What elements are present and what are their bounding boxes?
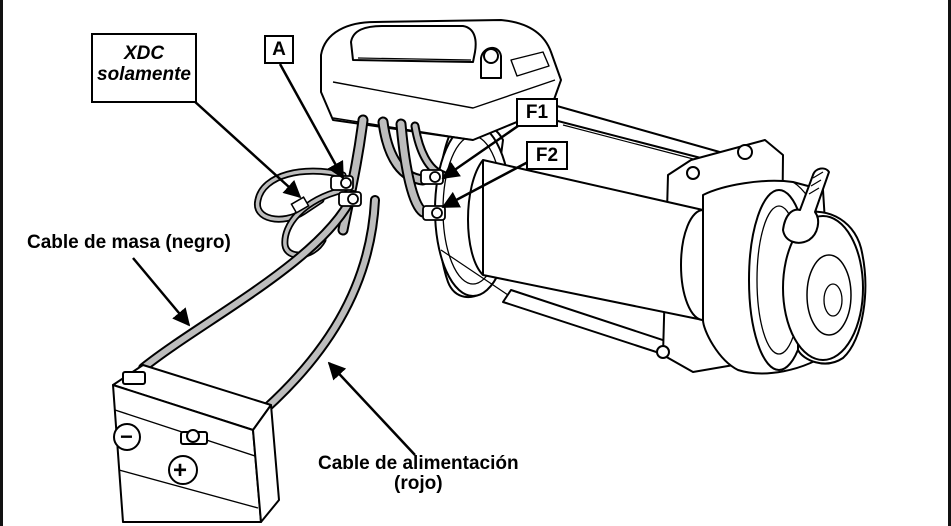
terminal-studs [330, 169, 446, 221]
label-xdc-line2: solamente [97, 64, 191, 86]
arrow-power [327, 361, 416, 456]
winch-end-cap [782, 210, 867, 365]
label-ground-cable: Cable de masa (negro) [27, 232, 231, 253]
winch [320, 19, 867, 375]
label-power-cable-line2: (rojo) [394, 472, 443, 494]
winch-wiring-illustration: − + [112, 19, 867, 523]
battery-minus-symbol: − [120, 424, 133, 449]
label-f2: F2 [526, 141, 568, 170]
control-box [320, 19, 562, 141]
arrow-f2 [441, 160, 529, 209]
label-power-cable: Cable de alimentación (rojo) [318, 454, 519, 494]
battery-plus-symbol: + [173, 457, 187, 484]
clutch-lever [782, 167, 830, 244]
arrow-xdc [192, 99, 302, 199]
arrow-ground [132, 257, 191, 327]
label-xdc-only: XDC solamente [91, 33, 197, 103]
label-xdc-line1: XDC [123, 43, 165, 64]
label-a: A [264, 35, 294, 64]
battery [112, 364, 280, 523]
label-f1: F1 [516, 98, 558, 127]
arrow-f1 [441, 124, 519, 180]
leader-arrows [132, 63, 529, 456]
ground-cable [138, 190, 358, 373]
label-power-cable-line1: Cable de alimentación [318, 453, 519, 474]
arrow-a [278, 63, 345, 180]
